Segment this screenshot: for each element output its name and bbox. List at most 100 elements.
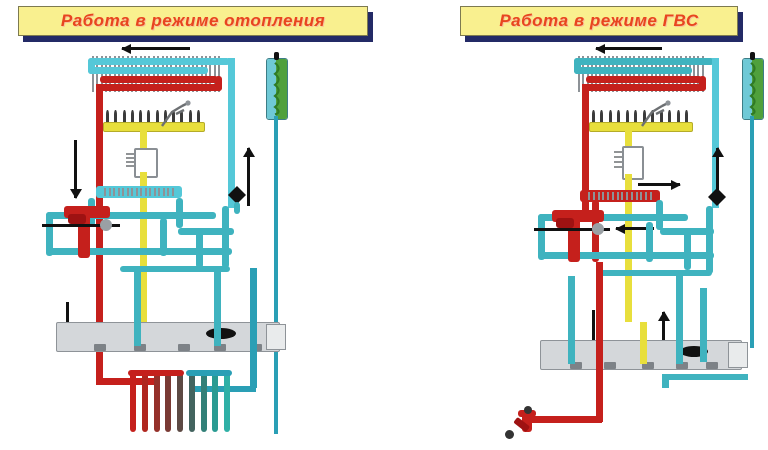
exchanger-flow-arrow bbox=[615, 224, 654, 234]
panel-title-dhw: Работа в режиме ГВС bbox=[460, 6, 743, 42]
primary-heat-exchanger-fins bbox=[578, 56, 704, 92]
exchanger-hot-pipe bbox=[96, 84, 222, 91]
dhw-cold-main-pipe bbox=[712, 58, 719, 208]
secondary-heat-exchanger bbox=[96, 186, 182, 198]
rail-filter-icon bbox=[206, 328, 236, 339]
expansion-vessel-pipe bbox=[274, 116, 278, 434]
hydraulic-crossbar-2 bbox=[538, 252, 714, 259]
gas-supply-riser bbox=[140, 130, 147, 156]
three-way-diverter-valve bbox=[708, 188, 726, 206]
pump-rotor-icon bbox=[100, 219, 112, 231]
rail-end-cap bbox=[728, 342, 748, 368]
primary-heat-exchanger-fins bbox=[92, 56, 220, 92]
expansion-vessel-air-chamber bbox=[749, 59, 763, 119]
hot-water-tap-handle bbox=[524, 406, 532, 414]
gas-burner-manifold bbox=[589, 122, 693, 132]
dhw-supply-arrow bbox=[712, 147, 724, 200]
pump-rotor-icon bbox=[592, 223, 604, 235]
heating-supply-arrow bbox=[243, 147, 255, 206]
flue-gas-arrow bbox=[121, 44, 190, 54]
rail-pipe-gas bbox=[640, 322, 647, 364]
expansion-vessel-water-chamber bbox=[267, 59, 276, 119]
diverter-stem bbox=[234, 202, 240, 214]
hydraulic-right-riser bbox=[684, 228, 691, 270]
panel-title-heating: Работа в режиме отопления bbox=[18, 6, 373, 42]
ignition-electrode-icon bbox=[161, 100, 191, 127]
rail-pipe-return bbox=[250, 268, 257, 388]
hydraulic-mid-riser bbox=[646, 222, 653, 262]
expansion-vessel-water-chamber bbox=[743, 59, 752, 119]
panel-title-dhw-text: Работа в режиме ГВС bbox=[499, 11, 699, 30]
hydraulic-crossbar-1 bbox=[538, 214, 688, 221]
rail-port-1 bbox=[94, 344, 106, 351]
ignition-electrode-icon bbox=[641, 100, 671, 127]
rail-port-4 bbox=[214, 344, 226, 351]
rail-end-cap bbox=[266, 324, 286, 350]
circulation-pump-housing bbox=[556, 218, 574, 228]
hydraulic-right-riser bbox=[196, 228, 203, 268]
heating-return-branch bbox=[96, 378, 156, 385]
diverter-down-pipe bbox=[706, 206, 713, 274]
exchanger-cold-bend bbox=[88, 58, 95, 74]
flue-gas-arrow bbox=[595, 44, 662, 54]
hydraulic-crossbar-3 bbox=[178, 228, 234, 235]
gas-main-pipe bbox=[625, 174, 632, 322]
exchanger-hot-upper bbox=[586, 76, 702, 83]
hydraulic-left-riser bbox=[46, 212, 53, 256]
expansion-vessel-air-chamber bbox=[273, 59, 287, 119]
secondary-exchanger-plates bbox=[104, 188, 174, 196]
rail-port-3 bbox=[642, 362, 654, 369]
rail-port-5 bbox=[706, 362, 718, 369]
rail-port-2 bbox=[604, 362, 616, 369]
exchanger-hot-bend bbox=[699, 76, 706, 91]
rail-port-3 bbox=[178, 344, 190, 351]
radiator bbox=[130, 370, 230, 432]
gas-supply-riser bbox=[625, 130, 632, 154]
rail-pipe-teal-2 bbox=[676, 276, 683, 364]
burner-flame-jets bbox=[592, 110, 688, 122]
expansion-vessel-pipe bbox=[750, 116, 754, 348]
dhw-hot-outlet-arrow bbox=[658, 311, 670, 362]
diverter-down-pipe bbox=[222, 206, 229, 268]
panel-title-heating-text: Работа в режиме отопления bbox=[60, 11, 326, 30]
exchanger-cold-bend bbox=[574, 58, 581, 74]
exchanger-cold-return bbox=[574, 67, 692, 74]
heating-return-arrow bbox=[70, 140, 82, 199]
three-way-diverter-valve bbox=[228, 186, 246, 204]
expansion-vessel-valve-icon bbox=[274, 52, 279, 60]
gas-main-pipe bbox=[140, 172, 147, 322]
hot-water-tap-body bbox=[522, 414, 532, 432]
pump-shaft-line bbox=[42, 224, 120, 227]
secondary-heat-exchanger bbox=[580, 190, 660, 202]
rail-pipe-teal-3 bbox=[700, 288, 707, 362]
circulation-pump-housing bbox=[68, 214, 86, 224]
hydraulic-crossbar-2 bbox=[46, 248, 232, 255]
dhw-return-drop bbox=[662, 374, 669, 388]
heating-return-main-pipe bbox=[96, 84, 103, 384]
burner-flame-jets bbox=[106, 110, 200, 122]
exchanger-cold-inlet-pipe bbox=[88, 58, 230, 65]
dhw-outlet-main-pipe bbox=[596, 262, 603, 422]
hydraulic-mid-riser bbox=[160, 218, 167, 256]
radiator-supply-header bbox=[128, 370, 184, 376]
secondary-exchanger-plates bbox=[588, 192, 652, 200]
exchanger-cold-return bbox=[88, 67, 208, 74]
hydraulic-lower-bar bbox=[600, 270, 712, 276]
expansion-vessel-membrane-icon bbox=[273, 62, 280, 116]
hydraulic-lower-bar bbox=[120, 266, 230, 272]
rail-port-1 bbox=[570, 362, 582, 369]
dhw-hot-main-pipe bbox=[582, 84, 589, 220]
rail-pipe-teal-1 bbox=[134, 268, 141, 346]
banner-plate: Работа в режиме отопления bbox=[18, 6, 368, 36]
exchanger-hot-upper bbox=[100, 76, 218, 83]
dhw-return-run bbox=[662, 374, 748, 380]
pump-shaft-line bbox=[534, 228, 610, 231]
rail-pipe-teal-2 bbox=[214, 268, 221, 346]
gas-valve-coil-icon bbox=[126, 153, 134, 167]
hydraulic-crossbar-1 bbox=[46, 212, 216, 219]
heating-supply-main-pipe bbox=[228, 58, 235, 208]
gas-valve-arrow bbox=[638, 180, 681, 190]
exchanger-hot-bend bbox=[215, 76, 222, 91]
expansion-vessel bbox=[266, 58, 288, 120]
